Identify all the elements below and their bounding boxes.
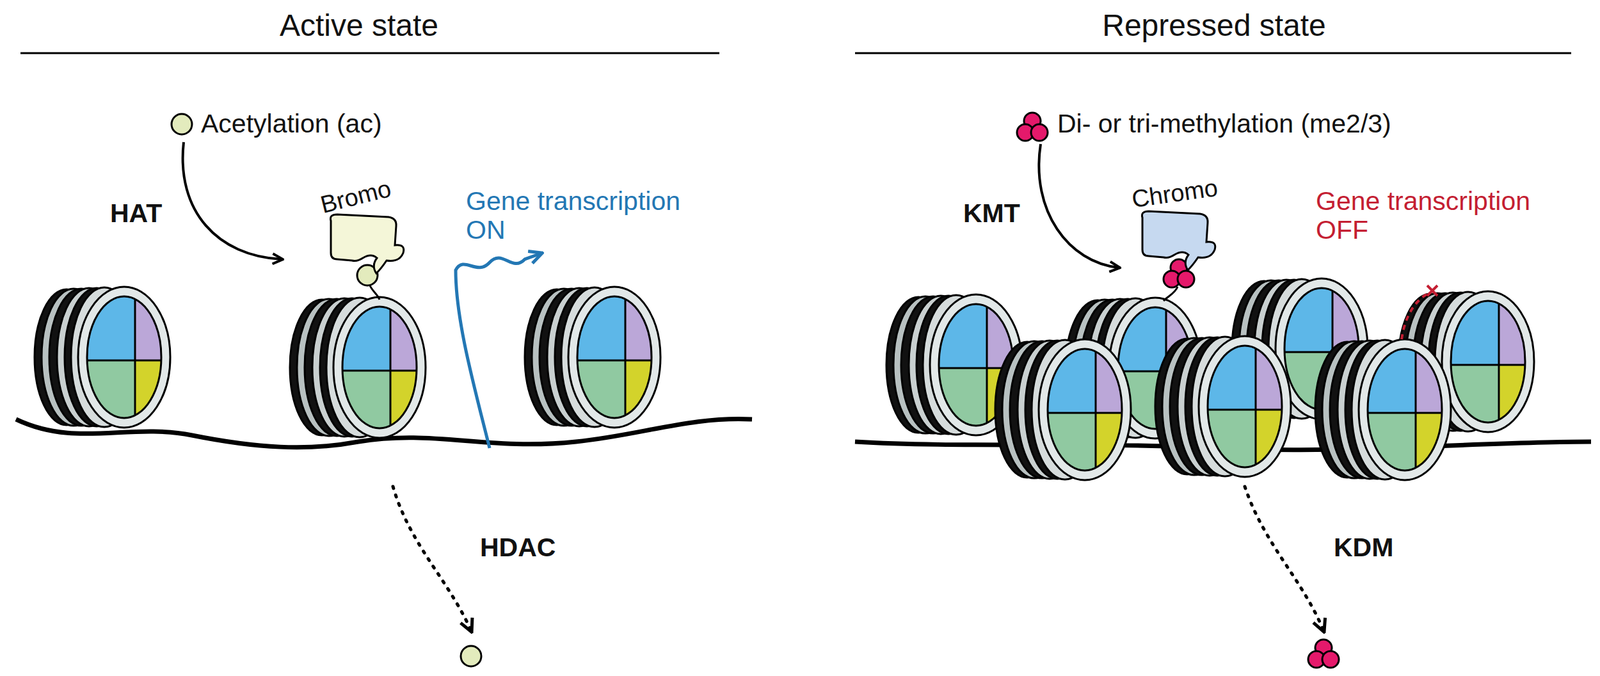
enzyme-label: KMT (963, 198, 1021, 229)
domain-label: Chromo (1130, 174, 1220, 214)
block-cross (1427, 285, 1438, 296)
nucleosome (524, 286, 661, 428)
acetyl-mark (171, 113, 192, 135)
domain-label: Bromo (317, 174, 394, 219)
nucleosome (995, 339, 1131, 480)
panel-heading: Repressed state (1102, 7, 1327, 43)
bromo-domain: Bromo (314, 183, 411, 279)
nucleosome (1155, 336, 1291, 477)
nucleosome (1315, 339, 1451, 480)
heading-rule (855, 52, 1572, 55)
enzyme-label: HAT (110, 198, 162, 229)
mark-tail (1163, 286, 1178, 301)
blocked-transcription (1401, 293, 1429, 340)
transcription-label: Gene transcription ON (465, 186, 697, 245)
nucleosome (289, 296, 426, 438)
heading-rule (20, 52, 720, 55)
transcription-label: Gene transcription OFF (1315, 186, 1547, 245)
chromo-domain: Chromo (1126, 179, 1224, 276)
mark-label: Acetylation (ac) (200, 108, 383, 139)
mark-label: Di- or tri-methylation (me2/3) (1057, 108, 1392, 139)
acetyl-mark (460, 645, 482, 667)
hat-arrow (183, 142, 282, 260)
kdm-arrow (1244, 486, 1324, 631)
enzyme-label: HDAC (480, 532, 556, 563)
nucleosome (34, 286, 171, 428)
mark-tail (369, 285, 380, 300)
hdac-arrow (392, 486, 472, 631)
kmt-arrow (1038, 144, 1119, 268)
methyl-mark (1016, 112, 1048, 141)
methyl-mark (1308, 639, 1339, 668)
panel-heading: Active state (279, 7, 439, 43)
transcription-arrow (455, 253, 541, 448)
enzyme-label: KDM (1333, 532, 1394, 563)
